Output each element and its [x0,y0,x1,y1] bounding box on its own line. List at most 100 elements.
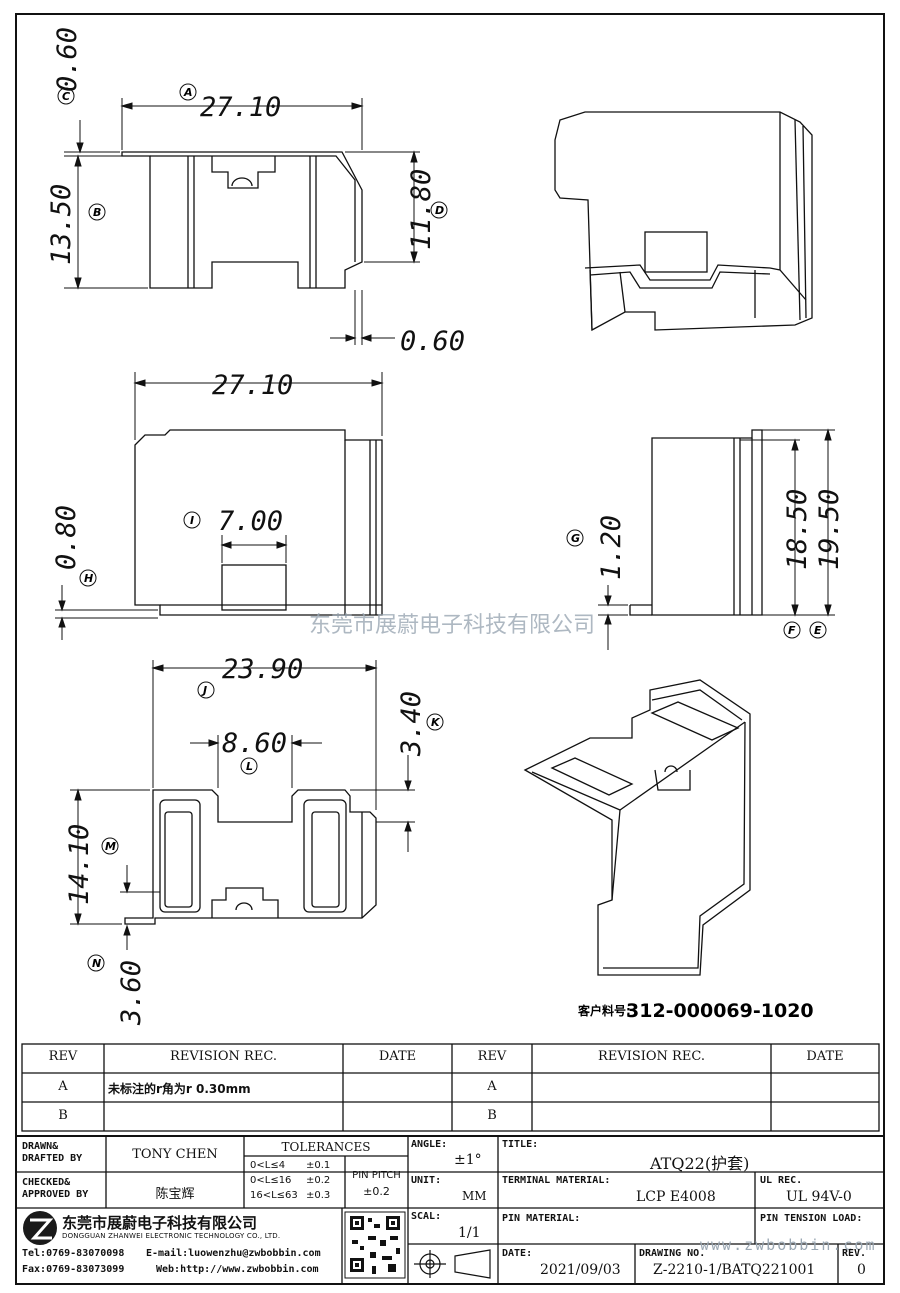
marker-k: K [426,713,444,731]
date-value: 2021/09/03 [540,1262,621,1278]
revision-rec-header-left: REVISION REC. [170,1049,277,1064]
rev-row-b-left: B [58,1108,68,1123]
svg-text:F: F [788,624,796,637]
dim-top-height: 13.50 [46,184,77,265]
marker-n: N [87,954,105,972]
dim-top-right-h: 11.80 [406,169,437,250]
part-number-label: 客户料号: [577,1003,631,1018]
company-name-en: DONGGUAN ZHANWEI ELECTRONIC TECHNOLOGY C… [62,1232,281,1240]
date-label: DATE: [502,1248,533,1259]
title-label: TITLE: [502,1139,539,1150]
drawing-no: Z-2210-1/BATQ221001 [653,1262,816,1278]
tol-range-3: 16<L≤63 [250,1190,298,1201]
view-iso-top [554,111,813,332]
svg-text:N: N [92,957,101,970]
dim-mid-left-h: 0.80 [51,505,82,570]
marker-j: J [197,681,215,699]
dim-side-h3: 19.50 [814,489,845,570]
dim-bot-tab-h: 3.60 [116,960,147,1026]
ul-value: UL 94V-0 [786,1189,852,1205]
scale-label: SCAL: [411,1211,442,1222]
qr-code-icon [344,1211,406,1279]
revision-table-grid [21,1043,880,1132]
svg-text:A: A [183,86,193,99]
view-mid-left [55,372,384,640]
date-header-left: DATE [378,1049,417,1064]
tol-value-2: ±0.2 [306,1175,331,1186]
title-block-grid [15,1135,885,1285]
pin-material-label: PIN MATERIAL: [502,1213,581,1224]
tol-range-2: 0<L≤16 [250,1175,292,1186]
marker-g: G [566,529,584,547]
date-header-right: DATE [806,1049,844,1064]
company-web: Web:http://www.zwbobbin.com [156,1264,319,1275]
dim-bot-width: 23.90 [222,654,303,685]
scale-value: 1/1 [458,1225,481,1241]
company-email: E-mail:luowenzhu@zwbobbin.com [146,1248,321,1259]
pin-pitch-value: ±0.2 [363,1185,390,1198]
company-logo-icon [23,1211,57,1245]
marker-a: A [179,83,197,101]
svg-text:J: J [201,684,207,697]
dim-top-width: 27.10 [200,92,281,123]
rev-header-left: REV [48,1049,78,1064]
company-name-cn: 东莞市展蔚电子科技有限公司 [62,1214,258,1232]
pin-tension-label: PIN TENSION LOAD: [760,1213,863,1224]
unit-value: MM [462,1189,487,1203]
rev-row-b-right: B [487,1108,497,1123]
dim-bot-left-h: 14.10 [64,824,95,905]
marker-e: E [809,621,827,639]
watermark-url: www.zwbobbin.com [700,1236,877,1254]
svg-text:M: M [105,840,116,853]
drawing-no-label: DRAWING NO. [639,1248,706,1259]
svg-text:I: I [190,514,194,527]
view-bottom-left [70,660,415,950]
tol-value-1: ±0.1 [306,1160,331,1171]
pin-pitch-label: PIN PITCH [352,1170,401,1181]
marker-b: B [88,203,106,221]
svg-text:D: D [435,204,444,217]
checked-by: 陈宝辉 [155,1187,195,1202]
terminal-material-label: TERMINAL MATERIAL: [502,1175,611,1186]
revision-rec-header-right: REVISION REC. [598,1049,705,1064]
svg-text:E: E [814,624,822,637]
part-number: 312-000069-1020 [626,1000,814,1022]
revision-note: 未标注的r角为r 0.30mm [108,1082,251,1096]
ul-label: UL REC. [760,1175,803,1186]
dim-mid-slot-w: 7.00 [218,506,283,537]
marker-c: C [57,87,75,105]
projection-symbol-icon [414,1249,491,1279]
tol-value-3: ±0.3 [306,1190,331,1201]
svg-text:C: C [62,90,70,103]
marker-m: M [101,837,119,855]
unit-label: UNIT: [411,1175,442,1186]
svg-text:L: L [246,760,253,773]
view-iso-bottom [523,679,751,976]
view-top-left [64,98,420,345]
marker-l: L [240,757,258,775]
dim-side-h2: 18.50 [782,489,813,570]
dim-mid-width: 27.10 [212,370,293,401]
drawn-label: DRAWN& DRAFTED BY [22,1141,83,1164]
markers: A C B D I H G F E J K L M N [57,83,827,972]
marker-h: H [79,569,97,587]
drawing-title: ATQ22(护套) [650,1154,750,1173]
dim-side-h1: 1.20 [596,515,627,580]
company-tel: Tel:0769-83070098 [22,1248,125,1259]
tol-range-1: 0<L≤4 [250,1160,286,1171]
rev-row-a-left: A [58,1079,68,1094]
dim-bot-right-h: 3.40 [396,691,427,757]
marker-d: D [430,201,448,219]
rev-label: REV. [842,1248,867,1259]
svg-text:K: K [431,716,441,729]
rev-row-a-right: A [487,1079,497,1094]
checked-label: CHECKED& APPROVED BY [22,1177,89,1200]
tolerances-label: TOLERANCES [281,1140,371,1154]
svg-text:G: G [571,532,580,545]
drawn-by: TONY CHEN [132,1147,218,1162]
angle-value: ±1° [454,1152,482,1168]
watermark-text: 东莞市展蔚电子科技有限公司 [309,613,595,638]
dim-top-bottom-w: 0.60 [400,326,465,357]
company-fax: Fax:0769-83073099 [22,1264,125,1275]
